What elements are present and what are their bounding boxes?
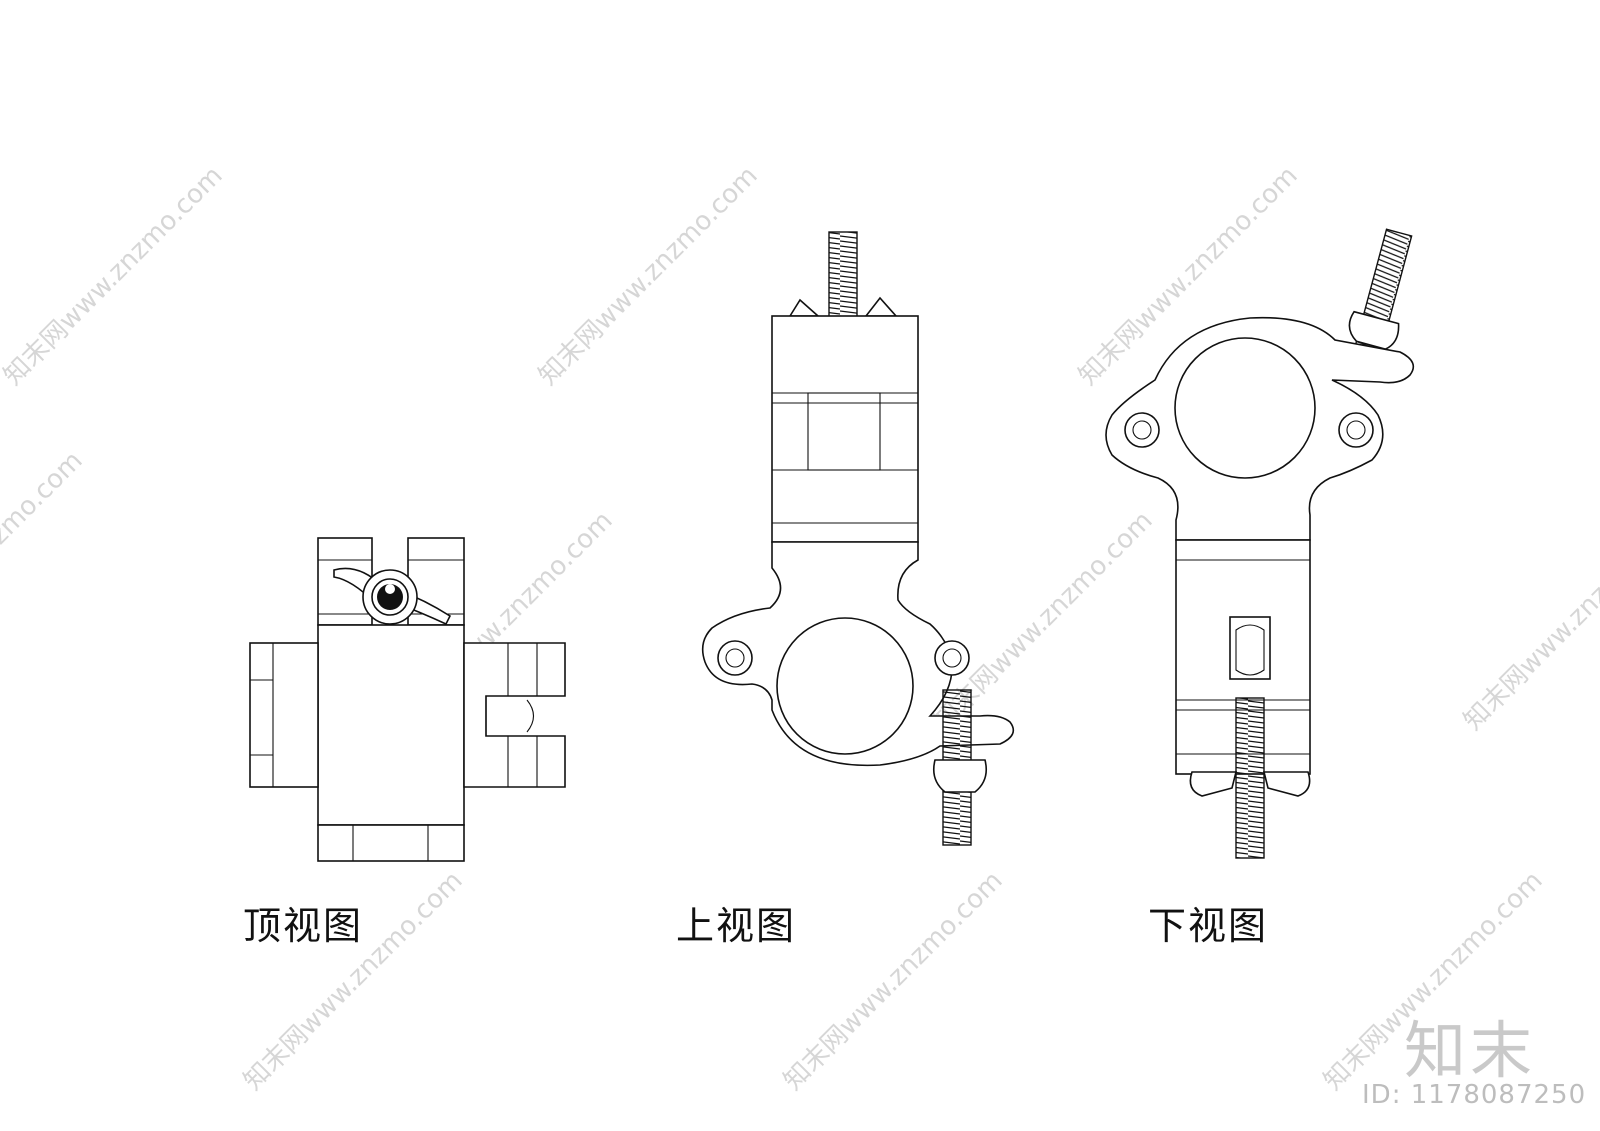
watermark-id: ID: 1178087250: [1362, 1080, 1587, 1110]
top-view-body: [317, 624, 465, 826]
bolt-head-icon: [377, 584, 403, 610]
top-view-bottom-block: [317, 824, 465, 862]
upper-view-drawing: [701, 231, 1015, 846]
upper-view-top-bolt: [828, 231, 858, 318]
lower-view-right-rivet: [1338, 412, 1374, 448]
upper-view-wing-nut: [932, 759, 988, 793]
lower-view-drawing: [1105, 228, 1415, 859]
upper-view-right-rivet: [934, 640, 970, 676]
top-view-left-block: [249, 642, 319, 788]
lower-view-wing-left: [1189, 771, 1238, 797]
upper-view-left-rivet: [717, 640, 753, 676]
watermark-logo: 知末: [1404, 1014, 1537, 1087]
top-view-drawing: [249, 537, 566, 862]
upper-view-housing: [771, 315, 919, 543]
lower-view-bolt-slot: [1229, 616, 1271, 680]
lower-view-pipe-bore: [1174, 337, 1316, 479]
lower-view-wing-right: [1262, 771, 1311, 797]
upper-view-pipe-bore: [776, 617, 914, 755]
top-view-right-block: [463, 642, 566, 788]
upper-view-caption: 上视图: [676, 904, 797, 948]
top-view-caption: 顶视图: [243, 904, 364, 948]
lower-view-lower-bolt: [1235, 697, 1265, 859]
lower-view-left-rivet: [1124, 412, 1160, 448]
lower-view-caption: 下视图: [1148, 904, 1269, 948]
